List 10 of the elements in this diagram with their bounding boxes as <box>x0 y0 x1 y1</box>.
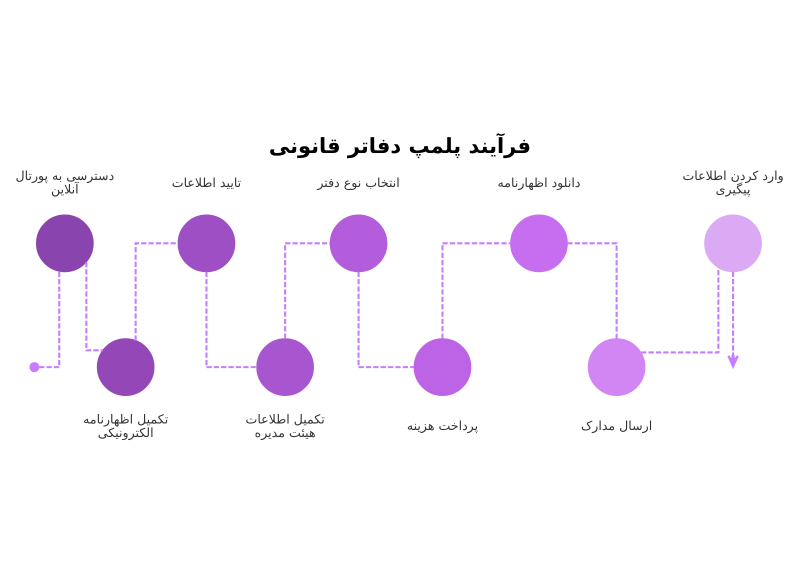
node-label: انتخاب نوع دفتر <box>317 174 400 190</box>
node-label: دانلود اظهارنامه <box>498 174 580 190</box>
node-label: دسترسی به پورتال آنلاین <box>15 168 114 197</box>
node-label: پرداخت هزینه <box>406 418 478 434</box>
node-label: تکمیل اطلاعات هیئت مدیره <box>246 411 325 440</box>
node-label: تکمیل اظهارنامه الکترونیکی <box>83 411 168 440</box>
diagram-title: فرآیند پلمپ دفاتر قانونی <box>268 134 531 158</box>
node-label: تایید اطلاعات <box>172 174 242 190</box>
node-label: وارد کردن اطلاعات پیگیری <box>682 168 784 197</box>
node-label: ارسال مدارک <box>581 418 652 434</box>
